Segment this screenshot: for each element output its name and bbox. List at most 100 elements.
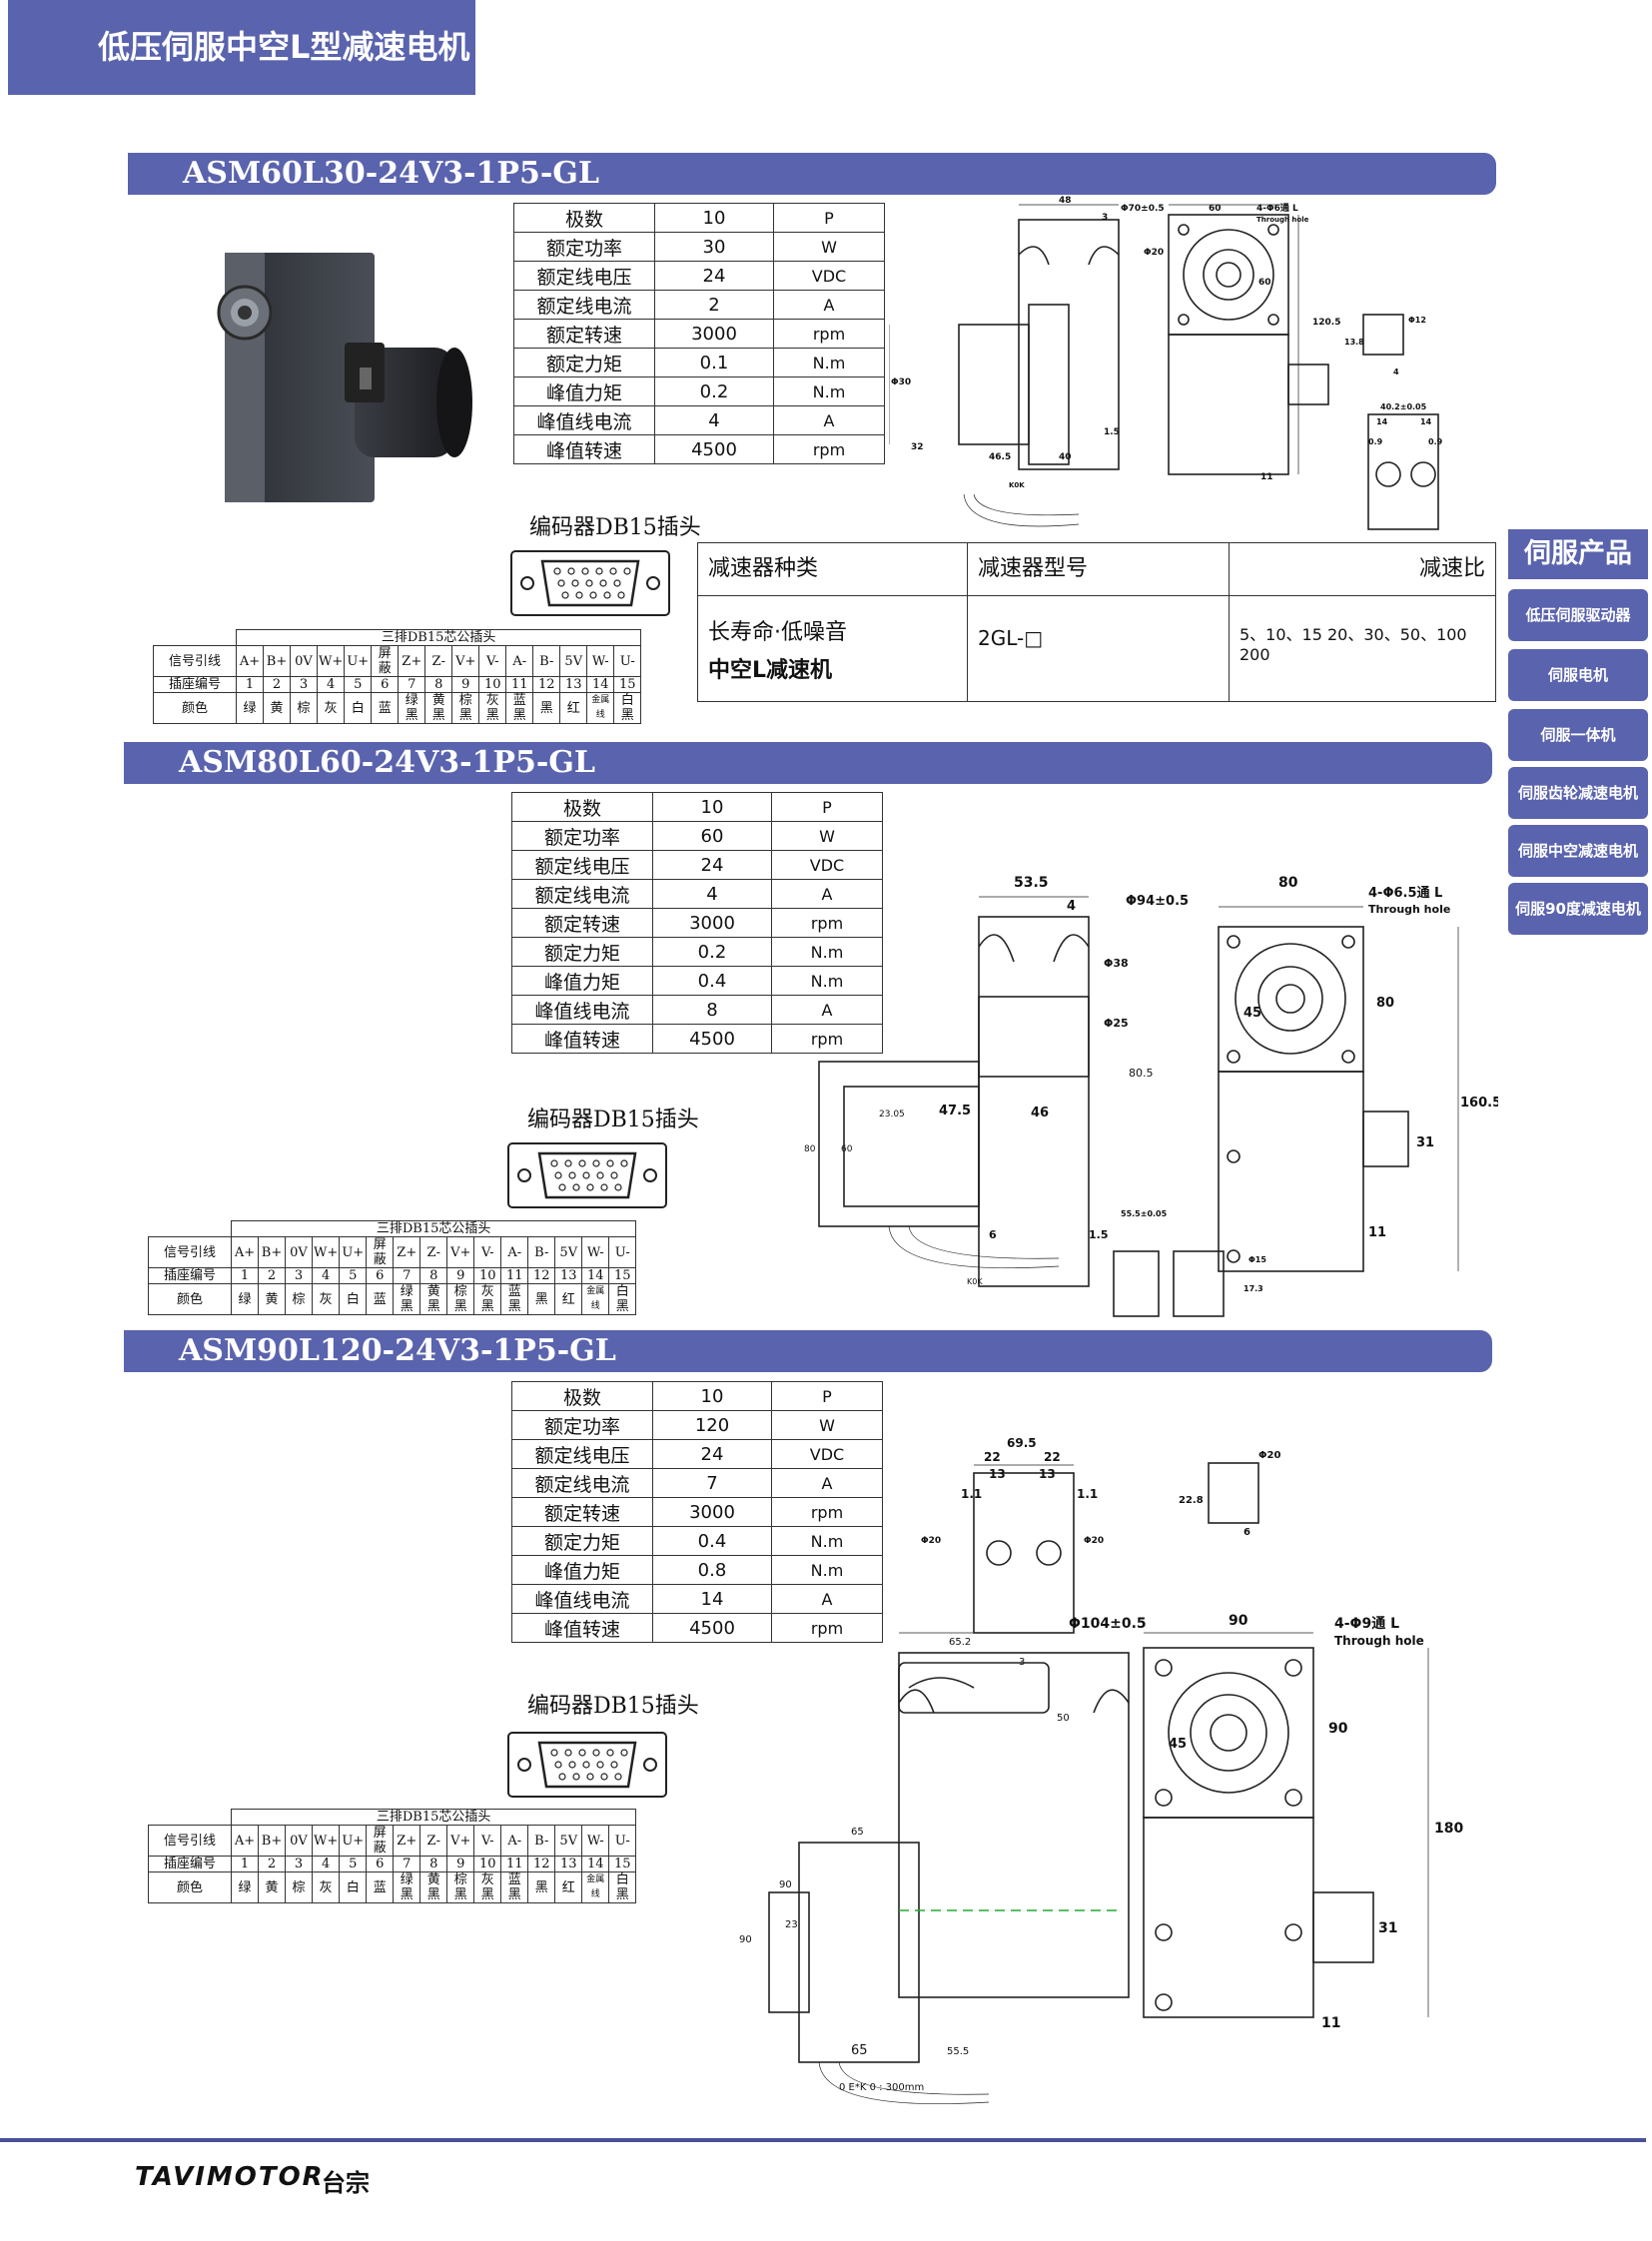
spec-value: 4: [654, 405, 774, 435]
db15-connector-icon: [507, 1142, 667, 1208]
dim-1-6: Through hole: [1256, 216, 1309, 224]
footer-brand-cn: 台宗: [322, 2169, 370, 2197]
spec-label: 峰值转速: [513, 434, 655, 464]
spec-value: 60: [652, 821, 772, 851]
spec-unit: W: [773, 232, 885, 262]
spec-value: 0.1: [654, 348, 774, 377]
pin-cell: 棕: [285, 1871, 313, 1903]
pin-cell: U-: [608, 1236, 637, 1268]
spec-value: 4500: [652, 1613, 772, 1643]
pin-row: 颜色绿黄棕灰白蓝绿黑黄黑棕黑灰黑蓝黑黑红金属线白黑: [153, 692, 642, 724]
pin-cell: U+: [339, 1236, 368, 1268]
sidebar-item-servo-integrated[interactable]: 伺服一体机: [1508, 709, 1648, 761]
dim-2-7: Φ38: [1104, 957, 1129, 970]
pin-caption-spacer: [149, 1221, 232, 1237]
pin-cell: 棕黑: [446, 1283, 475, 1315]
dim-2-1: 53.5: [1014, 875, 1049, 891]
spec-label: 额定功率: [513, 232, 655, 262]
pin-cell: 屏蔽: [366, 1825, 395, 1857]
reducer-header-model: 减速器型号: [968, 543, 1230, 595]
spec-label: 额定力矩: [511, 1526, 653, 1556]
pin-cell: 4: [311, 1856, 341, 1872]
pin-cell: 灰: [316, 692, 346, 724]
pin-cell: 蓝: [371, 692, 400, 724]
dim-2-5: 4-Φ6.5通 L: [1368, 885, 1442, 901]
pin-row-header: 颜色: [148, 1283, 232, 1315]
pin-cell: 7: [398, 676, 426, 693]
technical-drawing-3: 69.5 22 22 13 13 1.1 1.1 Φ20 Φ20 Φ20 22.…: [739, 1436, 1463, 2104]
pin-cell: Z+: [398, 645, 426, 677]
pin-cell: 15: [608, 1856, 637, 1872]
dim-3-18: 3: [1019, 1657, 1025, 1668]
pin-cell: 红: [559, 692, 588, 724]
sidebar-item-servo-90-degree-motor[interactable]: 伺服90度减速电机: [1508, 883, 1648, 935]
pin-cell: 绿: [231, 1283, 259, 1315]
pin-cell: 棕: [290, 692, 318, 724]
spec-value: 24: [654, 261, 774, 291]
pin-cell: 9: [446, 1856, 475, 1872]
dim-1-4: 60: [1209, 204, 1222, 214]
pin-cell: U+: [339, 1825, 368, 1857]
spec-label: 峰值力矩: [511, 1555, 653, 1585]
pin-cell: 1: [236, 676, 264, 693]
dim-2-11: 46: [1031, 1106, 1049, 1120]
pin-cell: 11: [505, 676, 534, 693]
pin-cell: 5V: [559, 645, 588, 677]
technical-drawing-2: 53.5 4 Φ94±0.5 80 4-Φ6.5通 L Through hole…: [804, 875, 1498, 1317]
dim-3-29: 31: [1378, 1920, 1397, 1936]
spec-unit: rpm: [771, 1497, 883, 1527]
reducer-ratios: 5、10、15 20、30、50、100 200: [1239, 625, 1467, 664]
dim-2-18: 45: [1243, 1006, 1261, 1021]
pin-cell: 6: [366, 1856, 395, 1872]
model-title-2: ASM80L60-24V3-1P5-GL: [124, 742, 1492, 784]
dim-1-13: K0K: [1009, 481, 1025, 489]
model-title-1: ASM60L30-24V3-1P5-GL: [128, 153, 1496, 195]
spec-unit: VDC: [773, 261, 885, 291]
pin-cell: 5V: [554, 1236, 583, 1268]
pin-cell: U-: [613, 645, 642, 677]
dim-3-30: 11: [1321, 2015, 1340, 2031]
pin-cell: Z+: [393, 1825, 421, 1857]
pin-cell: Z+: [393, 1236, 421, 1268]
pin-cell: 13: [554, 1267, 583, 1284]
dim-2-22: 11: [1368, 1225, 1386, 1240]
pin-cell: 金属线: [581, 1283, 610, 1315]
pin-cell: 4: [316, 676, 346, 693]
pin-cell: V+: [451, 645, 480, 677]
pin-cell: A-: [500, 1825, 529, 1857]
dim-3-25: 55.5: [947, 2046, 969, 2057]
dim-3-11: 22.8: [1179, 1495, 1204, 1506]
sidebar-item-servo-hollow-motor[interactable]: 伺服中空减速电机: [1508, 825, 1648, 877]
dim-1-14: 120.5: [1312, 318, 1340, 328]
pin-cell: A+: [231, 1825, 259, 1857]
spec-value: 3000: [652, 908, 772, 938]
sidebar-item-servo-motor[interactable]: 伺服电机: [1508, 649, 1648, 701]
spec-value: 3000: [654, 319, 774, 349]
spec-label: 极数: [513, 203, 655, 233]
dim-3-2: 22: [984, 1450, 1001, 1464]
spec-unit: N.m: [773, 348, 885, 377]
encoder-label-3: 编码器DB15插头: [527, 1694, 699, 1719]
spec-label: 极数: [511, 1381, 653, 1411]
spec-label: 额定力矩: [513, 348, 655, 377]
pin-cell: 10: [478, 676, 507, 693]
pin-cell: V-: [473, 1825, 502, 1857]
pin-cell: W-: [586, 645, 615, 677]
sidebar-item-servo-gear-motor[interactable]: 伺服齿轮减速电机: [1508, 767, 1648, 819]
dim-3-17: 65.2: [949, 1637, 971, 1648]
pin-cell: 金属线: [586, 692, 615, 724]
sidebar-item-low-voltage-servo-driver[interactable]: 低压伺服驱动器: [1508, 589, 1648, 641]
spec-label: 峰值力矩: [513, 376, 655, 406]
dim-3-15: 4-Φ9通 L: [1334, 1616, 1399, 1632]
dim-2-13: 80: [804, 1144, 816, 1154]
